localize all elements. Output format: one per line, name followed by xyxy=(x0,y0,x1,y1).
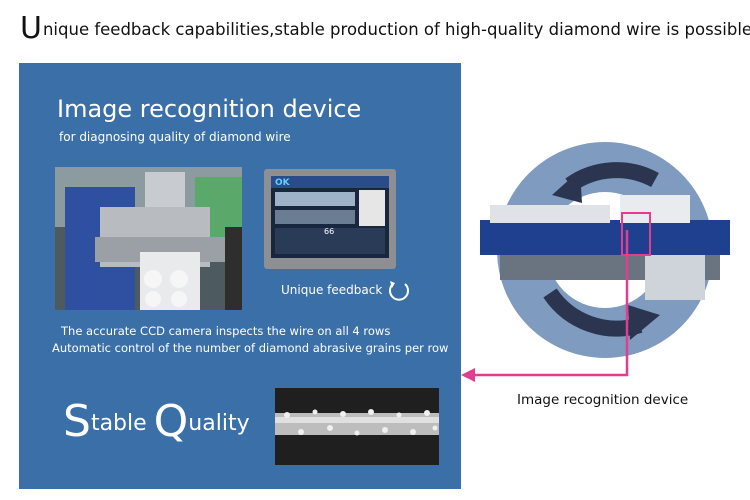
quality-word: uality xyxy=(188,411,250,436)
monitor-screen-graphic xyxy=(271,176,389,254)
headline-text: nique feedback capabilities,stable produ… xyxy=(42,20,750,39)
stable-quality-heading: Stable Quality xyxy=(63,396,250,447)
pointer-arrow-icon xyxy=(461,230,629,382)
monitor-screen: OK 66 xyxy=(271,176,389,258)
headline-initial: U xyxy=(20,11,42,46)
description-line-2: Automatic control of the number of diamo… xyxy=(52,341,449,355)
wire-micrograph xyxy=(275,388,439,465)
info-panel: Image recognition device for diagnosing … xyxy=(19,63,461,489)
description-line-1: The accurate CCD camera inspects the wir… xyxy=(61,324,391,338)
headline: Unique feedback capabilities,stable prod… xyxy=(20,14,750,44)
machine-cycle-graphic xyxy=(480,142,730,358)
wire-micrograph-graphic xyxy=(275,388,439,465)
monitor-readout: 66 xyxy=(324,227,335,236)
stable-word: table xyxy=(90,411,154,436)
quality-initial: Q xyxy=(153,396,189,447)
panel-title: Image recognition device xyxy=(57,95,362,123)
stable-initial: S xyxy=(63,396,91,447)
machine-photo xyxy=(55,167,242,310)
panel-subtitle: for diagnosing quality of diamond wire xyxy=(59,130,291,144)
machine-photo-graphic xyxy=(55,167,242,310)
refresh-icon xyxy=(389,281,409,301)
machine-caption: Image recognition device xyxy=(517,392,689,408)
monitor-status-text: OK xyxy=(275,178,290,188)
monitor: OK 66 xyxy=(264,169,396,269)
feedback-label: Unique feedback xyxy=(281,283,383,297)
